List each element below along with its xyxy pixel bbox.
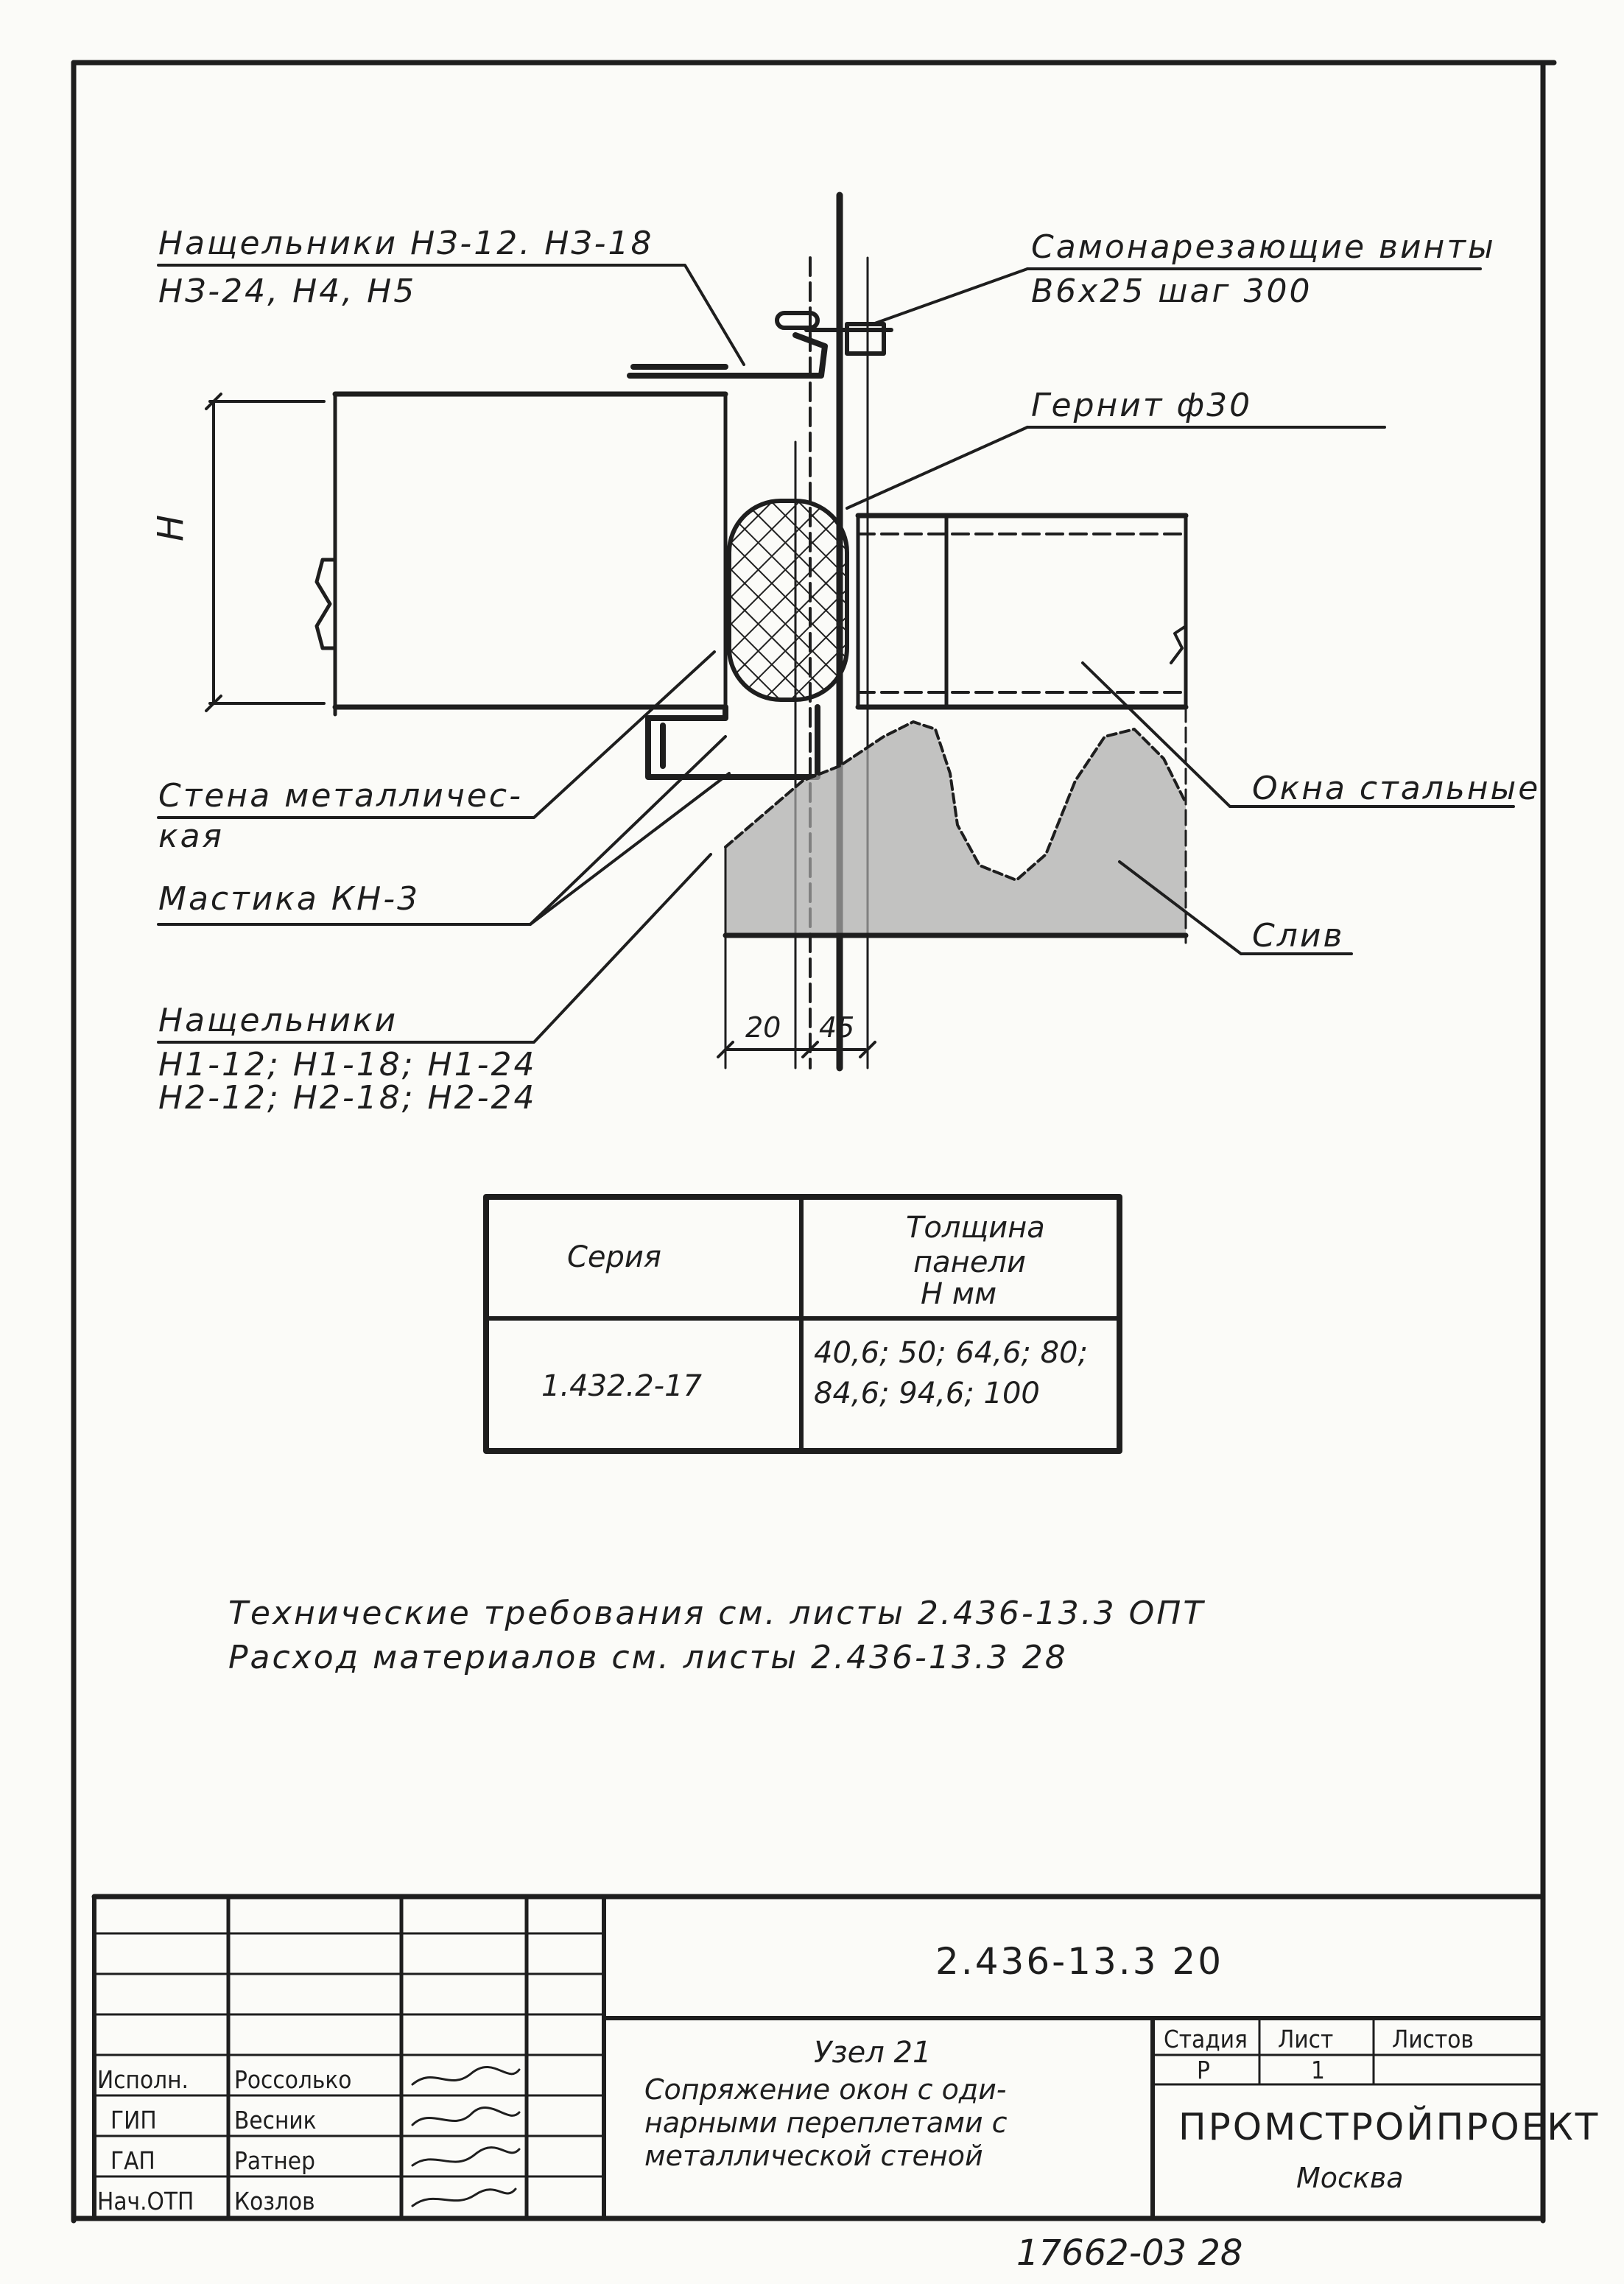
title-block: 2.436-13.3 20 Узел 21 Сопряжение окон с …	[91, 1894, 1600, 2221]
sig-name-1: Россолько	[234, 2065, 351, 2094]
stage-value: Р	[1197, 2056, 1210, 2084]
joint-detail-drawing: Н	[150, 191, 1540, 1117]
sig-role-2: ГИП	[110, 2106, 157, 2134]
bottom-dimensions	[717, 1041, 876, 1058]
sheet-value: 1	[1311, 2056, 1325, 2084]
callout-sliv: Слив	[1252, 917, 1344, 955]
dim-label-45: 45	[819, 1011, 854, 1044]
sig-role-4: Нач.ОТП	[97, 2187, 194, 2216]
callout-gernit: Гернит ф30	[1031, 387, 1252, 424]
city: Москва	[1296, 2162, 1404, 2194]
dim-label-20: 20	[745, 1011, 781, 1044]
col-stage: Стадия	[1164, 2025, 1248, 2053]
sheet-frame	[71, 60, 1557, 2224]
table-header-thickness-2: панели	[913, 1245, 1026, 1279]
wall-panel	[314, 391, 728, 717]
col-sheets: Листов	[1392, 2025, 1474, 2053]
note-material-consumption: Расход материалов см. листы 2.436-13.3 2…	[228, 1639, 1068, 1676]
bottom-flashing	[645, 704, 820, 780]
table-header-thickness-1: Толщина	[906, 1211, 1045, 1245]
organization: ПРОМСТРОЙПРОЕКТ	[1178, 2105, 1600, 2148]
sig-name-2: Весник	[234, 2106, 317, 2134]
callout-wall-1: Стена металличес-	[158, 777, 523, 815]
table-header-thickness-3: Н мм	[921, 1277, 996, 1311]
table-cell-series: 1.432.2-17	[541, 1369, 703, 1403]
archive-stamp-number: 17662-03 28	[1016, 2232, 1242, 2274]
screw-detail	[775, 311, 893, 356]
callout-wall-2: кая	[158, 818, 224, 855]
table-cell-values-1: 40,6; 50; 64,6; 80;	[814, 1336, 1088, 1370]
dim-label-h: Н	[150, 515, 191, 541]
callout-mastika: Мастика КН-3	[158, 880, 420, 918]
callout-windows: Окна стальные	[1252, 770, 1540, 807]
callout-screws-1: Самонарезающие винты	[1031, 228, 1496, 266]
sill-hatched	[723, 706, 1189, 1069]
callout-nashchelniki-bottom-1: Н1-12; Н1-18; Н1-24	[158, 1046, 536, 1083]
doc-code: 2.436-13.3 20	[935, 1940, 1223, 1983]
steel-window	[855, 513, 1189, 710]
leader-lines	[157, 264, 1515, 1044]
callout-nashchelniki-bottom-title: Нащельники	[158, 1002, 398, 1039]
top-flashing	[627, 332, 828, 379]
node-title: Узел 21	[814, 2036, 931, 2070]
table-cell-values-2: 84,6; 94,6; 100	[814, 1377, 1040, 1410]
sig-name-3: Ратнер	[234, 2146, 315, 2175]
callout-nashchelniki-top-2: НЗ-24, Н4, Н5	[158, 273, 416, 310]
sig-role-1: Исполн.	[97, 2065, 189, 2094]
series-table: Серия Толщина панели Н мм 1.432.2-17 40,…	[483, 1194, 1122, 1454]
sig-role-3: ГАП	[110, 2146, 155, 2175]
gernit-seal	[727, 499, 849, 702]
table-header-series: Серия	[567, 1240, 661, 1274]
panel-height-dimension	[205, 393, 326, 712]
node-description-2: нарными переплетами с	[644, 2106, 1008, 2139]
node-description-3: металлической стеной	[644, 2140, 983, 2172]
sig-name-4: Козлов	[234, 2187, 315, 2216]
node-description-1: Сопряжение окон с оди-	[644, 2073, 1007, 2106]
handwritten-signatures	[411, 2066, 521, 2207]
note-technical-requirements: Технические требования см. листы 2.436-1…	[228, 1595, 1205, 1632]
callout-nashchelniki-bottom-2: Н2-12; Н2-18; Н2-24	[158, 1079, 536, 1117]
col-sheet: Лист	[1278, 2025, 1333, 2053]
callout-nashchelniki-top-1: Нащельники НЗ-12. НЗ-18	[158, 225, 653, 262]
callout-screws-2: В6х25 шаг 300	[1031, 273, 1312, 310]
